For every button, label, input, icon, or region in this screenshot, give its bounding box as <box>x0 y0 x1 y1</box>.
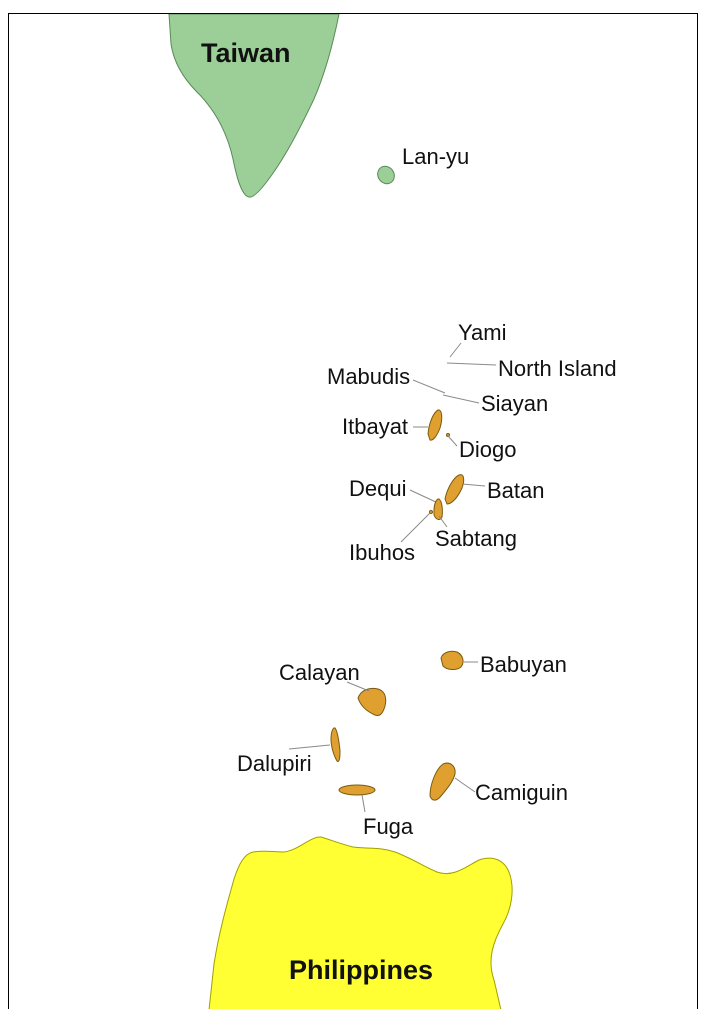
label-siayan: Siayan <box>481 391 548 416</box>
leader-calayan <box>346 681 370 692</box>
label-calayan: Calayan <box>279 660 360 685</box>
label-diogo: Diogo <box>459 437 516 462</box>
label-itbayat: Itbayat <box>342 414 408 439</box>
island-fuga <box>338 784 376 796</box>
label-batan: Batan <box>487 478 545 503</box>
label-fuga: Fuga <box>363 814 414 839</box>
landmass-taiwan <box>168 14 340 198</box>
leader-camiguin <box>454 777 476 793</box>
island-sabtang <box>433 498 443 520</box>
label-dalupiri: Dalupiri <box>237 751 312 776</box>
leader-sabtang <box>438 515 448 528</box>
label-sabtang: Sabtang <box>435 526 517 551</box>
label-north-island: North Island <box>498 356 617 381</box>
island-camiguin <box>429 762 456 801</box>
map-frame: Taiwan Lan-yu Yami North Island Mabudis … <box>8 13 698 1009</box>
label-yami: Yami <box>458 320 507 345</box>
leader-mabudis <box>412 379 446 394</box>
leader-ibuhos <box>400 512 431 543</box>
island-calayan <box>357 687 387 716</box>
island-itbayat <box>427 409 443 441</box>
leader-siayan <box>442 394 480 404</box>
label-taiwan: Taiwan <box>201 38 291 68</box>
label-babuyan: Babuyan <box>480 652 567 677</box>
label-philippines: Philippines <box>289 955 433 985</box>
island-babuyan <box>440 650 464 670</box>
leader-fuga <box>361 794 366 813</box>
label-dequi: Dequi <box>349 476 406 501</box>
label-ibuhos: Ibuhos <box>349 540 415 565</box>
map-canvas: Taiwan Lan-yu Yami North Island Mabudis … <box>168 14 617 1009</box>
island-ibuhos <box>429 510 433 514</box>
landmass-philippines <box>208 836 513 1009</box>
label-lan-yu: Lan-yu <box>402 144 469 169</box>
label-camiguin: Camiguin <box>475 780 568 805</box>
leader-yami <box>449 342 462 358</box>
leader-north-island <box>446 362 497 366</box>
label-mabudis: Mabudis <box>327 364 410 389</box>
leader-dalupiri <box>288 744 331 750</box>
leader-diogo <box>447 435 458 447</box>
leader-dequi <box>409 489 439 504</box>
leader-batan <box>461 483 486 487</box>
island-batan <box>444 474 465 505</box>
island-dalupiri <box>330 727 341 762</box>
island-lan-yu <box>377 165 395 185</box>
